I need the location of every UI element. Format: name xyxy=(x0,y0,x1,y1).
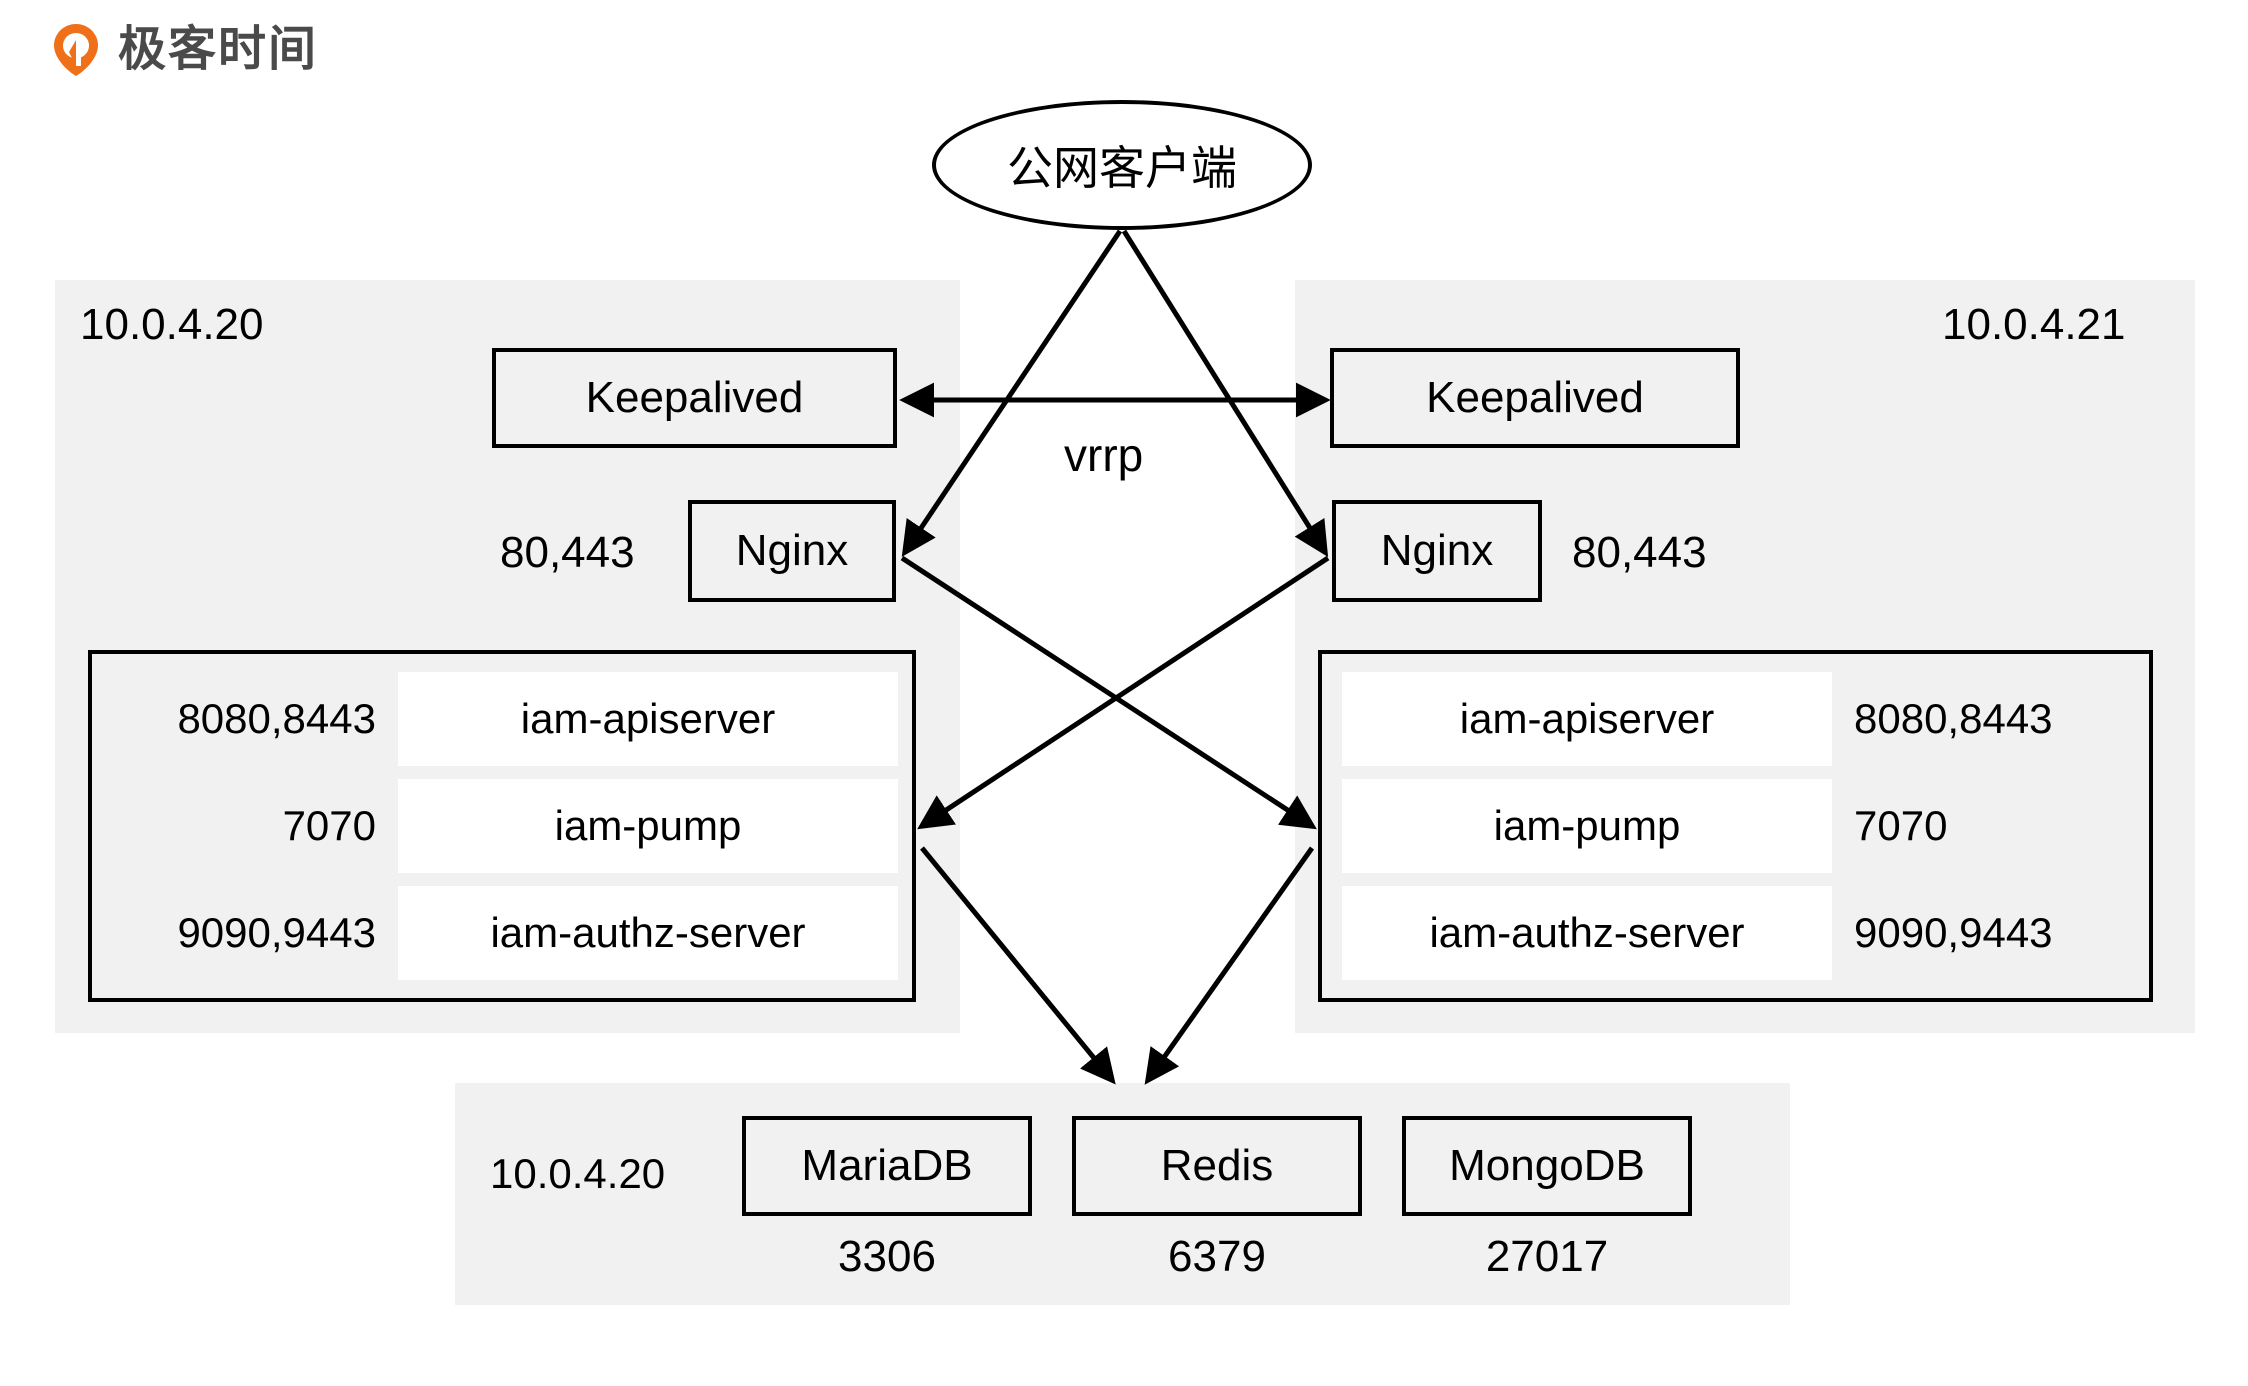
service-ports: 8080,8443 xyxy=(177,695,376,742)
keepalived-node-right[interactable]: Keepalived xyxy=(1330,348,1740,448)
brand-name: 极客时间 xyxy=(118,23,319,76)
service-name: iam-pump xyxy=(398,779,898,873)
nginx-node-left[interactable]: Nginx xyxy=(688,500,896,602)
redis-port: 6379 xyxy=(1168,1232,1266,1281)
geektime-logo: 极客时间 xyxy=(48,22,318,78)
mongodb-port: 27017 xyxy=(1485,1232,1609,1281)
nginx-ports-left: 80,443 xyxy=(500,528,635,577)
service-name: iam-pump xyxy=(1342,779,1832,873)
nginx-node-right[interactable]: Nginx xyxy=(1332,500,1542,602)
nginx-ports-right: 80,443 xyxy=(1572,528,1707,577)
host-ip-left: 10.0.4.20 xyxy=(80,300,264,349)
service-ports: 8080,8443 xyxy=(1854,695,2053,742)
service-name: iam-authz-server xyxy=(398,886,898,980)
service-name: iam-apiserver xyxy=(1342,672,1832,766)
service-row[interactable]: 7070 iam-pump xyxy=(92,779,912,873)
edge-services-right-to-datastore xyxy=(1144,846,1315,1085)
mariadb-node[interactable]: MariaDB xyxy=(742,1116,1032,1216)
service-name: iam-authz-server xyxy=(1342,886,1832,980)
service-row[interactable]: iam-pump 7070 xyxy=(1322,779,2149,873)
service-row[interactable]: 9090,9443 iam-authz-server xyxy=(92,886,912,980)
service-row[interactable]: iam-authz-server 9090,9443 xyxy=(1322,886,2149,980)
vrrp-label: vrrp xyxy=(1058,428,1150,482)
service-stack-left: 8080,8443 iam-apiserver 7070 iam-pump 90… xyxy=(88,650,916,1002)
service-ports: 7070 xyxy=(1854,802,1948,849)
service-ports: 9090,9443 xyxy=(1854,909,2053,956)
service-ports: 7070 xyxy=(282,802,376,849)
public-client-node[interactable]: 公网客户端 xyxy=(932,100,1312,230)
edge-nginx-left-to-services-right xyxy=(900,555,1317,830)
service-row[interactable]: iam-apiserver 8080,8443 xyxy=(1322,672,2149,766)
datastore-ip: 10.0.4.20 xyxy=(490,1150,666,1197)
service-row[interactable]: 8080,8443 iam-apiserver xyxy=(92,672,912,766)
host-ip-right: 10.0.4.21 xyxy=(1942,300,2126,349)
service-name: iam-apiserver xyxy=(398,672,898,766)
mariadb-port: 3306 xyxy=(838,1232,936,1281)
service-stack-right: iam-apiserver 8080,8443 iam-pump 7070 ia… xyxy=(1318,650,2153,1002)
edge-nginx-right-to-services-left xyxy=(917,555,1330,830)
service-ports: 9090,9443 xyxy=(177,909,376,956)
mongodb-node[interactable]: MongoDB xyxy=(1402,1116,1692,1216)
redis-node[interactable]: Redis xyxy=(1072,1116,1362,1216)
keepalived-node-left[interactable]: Keepalived xyxy=(492,348,897,448)
geektime-pin-icon xyxy=(54,24,98,76)
